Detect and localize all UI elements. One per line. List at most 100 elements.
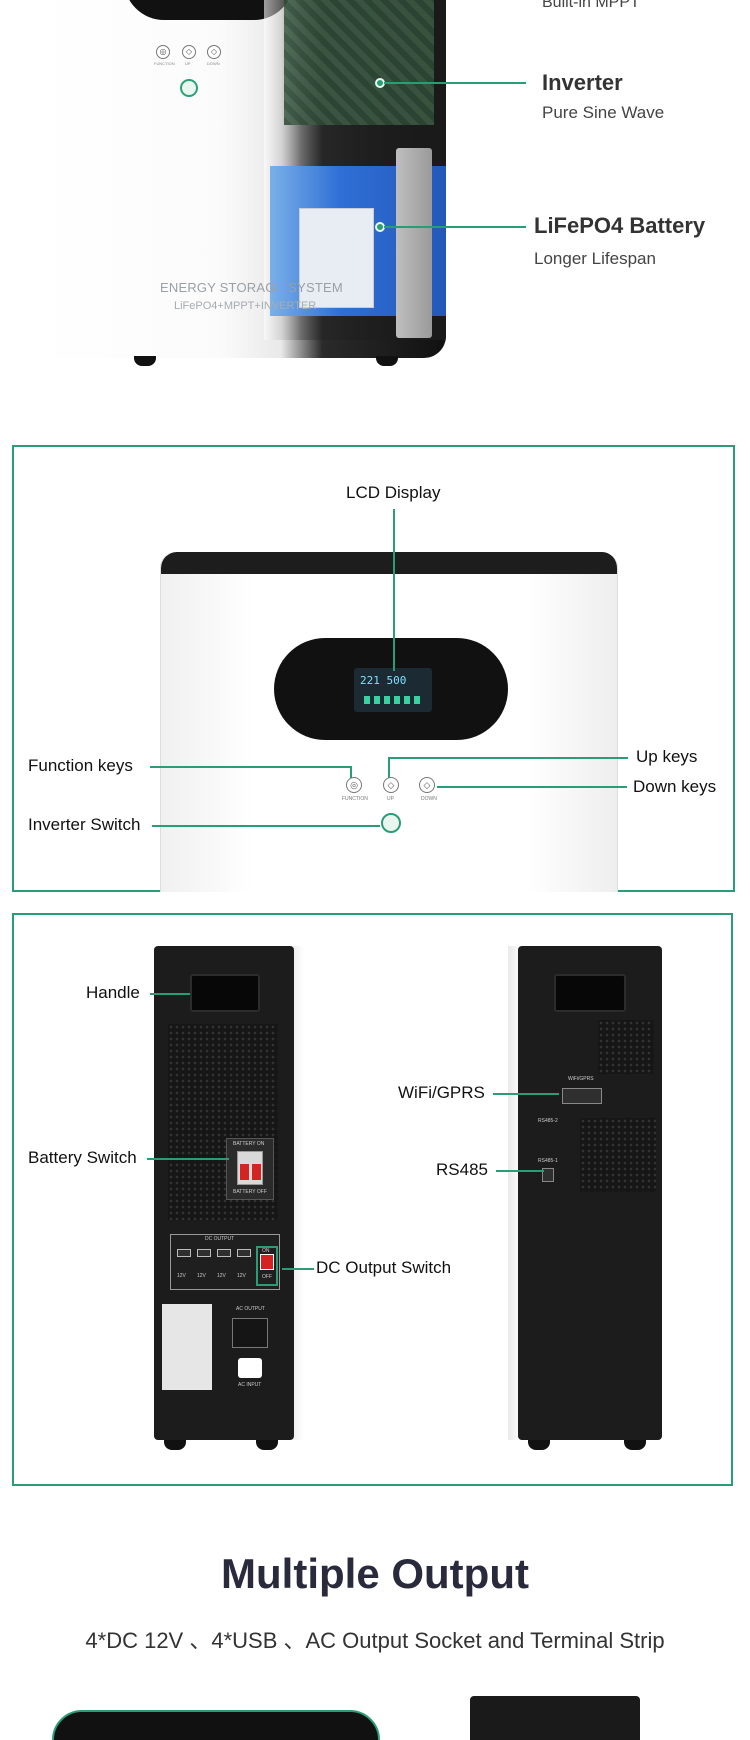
- battery-on-text: BATTERY ON: [233, 1141, 265, 1147]
- battery-switch-callout-line: [147, 1158, 229, 1160]
- dc-switch-callout-line: [282, 1268, 314, 1270]
- usb-port: [217, 1249, 231, 1257]
- energy-storage-unit-cutaway: ◎ ◇ ◇ FUNCTION UP DOWN ENERGY STORAGE SY…: [34, 0, 446, 358]
- lcd-status-icons: [364, 696, 420, 704]
- fan-vent: [580, 1118, 656, 1192]
- function-key-label: FUNCTION: [342, 796, 368, 802]
- ac-output-text: AC OUTPUT: [236, 1306, 265, 1312]
- dc-output-switch-highlight: [256, 1246, 278, 1286]
- lcd-callout-line: [393, 509, 395, 671]
- breaker-toggle: [252, 1164, 261, 1180]
- switch-callout-line: [152, 825, 380, 827]
- multiple-output-title: Multiple Output: [221, 1550, 529, 1597]
- wifi-tag-text: WiFi/GPRS: [568, 1076, 594, 1082]
- down-key-label: DOWN: [421, 796, 437, 802]
- inverter-switch-label: Inverter Switch: [28, 815, 141, 834]
- function-callout-line: [150, 766, 350, 768]
- callout-line: [384, 82, 526, 84]
- ac-input-port: [238, 1358, 262, 1378]
- terminal-strip: [162, 1304, 212, 1390]
- multiple-output-subtitle: 4*DC 12V 、4*USB 、AC Output Socket and Te…: [85, 1628, 665, 1653]
- usb-port: [177, 1249, 191, 1257]
- handle-label: Handle: [86, 983, 140, 1002]
- power-icon: [180, 79, 198, 97]
- unit-foot: [624, 1440, 646, 1450]
- dc-output-switch: [260, 1254, 274, 1270]
- unit-foot: [528, 1440, 550, 1450]
- mppt-subtitle: Built-in MPPT: [542, 0, 640, 11]
- dc-output-text: DC OUTPUT: [205, 1236, 235, 1242]
- up-arrow-icon: ◇: [182, 45, 196, 59]
- unit-foot: [376, 356, 398, 366]
- hero-section: ◎ ◇ ◇ FUNCTION UP DOWN ENERGY STORAGE SY…: [0, 0, 750, 420]
- handle-slot: [554, 974, 626, 1012]
- battery-switch-label: Battery Switch: [28, 1148, 137, 1167]
- rear-unit-right: WiFi/GPRS RS485-2 RS485-1: [518, 946, 662, 1440]
- dc-off-text: OFF: [262, 1274, 272, 1280]
- inverter-title: Inverter: [542, 70, 623, 95]
- lcd-display-label: LCD Display: [346, 483, 441, 502]
- up-arrow-icon: ◇: [383, 777, 399, 793]
- lcd-window: [124, 0, 294, 20]
- dc-12v-text: 12V: [217, 1273, 226, 1279]
- lcd-screen: 221 500: [354, 668, 432, 712]
- down-arrow-icon: ◇: [419, 777, 435, 793]
- fan-vent: [598, 1020, 654, 1074]
- rs485-1-text: RS485-1: [538, 1158, 558, 1164]
- handle-callout-line: [150, 993, 190, 995]
- unit-foot: [134, 356, 156, 366]
- inverter-subtitle: Pure Sine Wave: [542, 103, 665, 122]
- ac-output-socket: [232, 1318, 268, 1348]
- unit-foot: [164, 1440, 186, 1450]
- rs485-2-text: RS485-2: [538, 1118, 558, 1124]
- wifi-callout-line: [493, 1093, 559, 1095]
- ac-input-text: AC INPUT: [238, 1382, 262, 1388]
- dc-12v-text: 12V: [177, 1273, 186, 1279]
- unit-top-cap: [161, 552, 617, 574]
- battery-breaker: [237, 1151, 263, 1185]
- rs485-label: RS485: [436, 1160, 488, 1179]
- dc-output-switch-label: DC Output Switch: [316, 1258, 452, 1277]
- dc-12v-text: 12V: [197, 1273, 206, 1279]
- up-callout-line: [388, 757, 390, 778]
- rs485-port: [542, 1168, 554, 1182]
- usb-port: [237, 1249, 251, 1257]
- callout-line: [384, 226, 526, 228]
- usb-port: [197, 1249, 211, 1257]
- brand-subtext: LiFePO4+MPPT+INVERTER: [174, 300, 317, 312]
- up-callout-line: [390, 757, 628, 759]
- handle-slot: [190, 974, 260, 1012]
- lcd-readout: 221 500: [360, 674, 407, 687]
- energy-storage-unit-front: 221 500 ◎ ◇ ◇ FUNCTION UP DOWN: [160, 552, 618, 892]
- down-key-label: DOWN: [207, 61, 220, 66]
- lcd-display: 221 500: [274, 638, 508, 740]
- battery-switch-panel: BATTERY ON BATTERY OFF: [226, 1138, 274, 1200]
- battery-label-sticker: [299, 208, 374, 308]
- unit-top-closeup: [470, 1696, 640, 1740]
- up-keys-label: Up keys: [636, 747, 698, 766]
- function-key-label: FUNCTION: [154, 61, 175, 66]
- wifi-gprs-port: [562, 1088, 602, 1104]
- up-key-label: UP: [387, 796, 394, 802]
- rear-unit-left: BATTERY ON BATTERY OFF DC OUTPUT 12V 12V…: [154, 946, 294, 1440]
- battery-off-text: BATTERY OFF: [233, 1189, 267, 1195]
- down-keys-label: Down keys: [633, 777, 717, 796]
- unit-foot: [256, 1440, 278, 1450]
- function-key-icon: ◎: [156, 45, 170, 59]
- breaker-toggle: [240, 1164, 249, 1180]
- function-callout-line: [350, 766, 352, 778]
- function-key-icon: ◎: [346, 777, 362, 793]
- wifi-gprs-label: WiFi/GPRS: [398, 1083, 485, 1102]
- power-icon: [381, 813, 401, 833]
- inverter-board: [284, 0, 434, 125]
- battery-subtitle: Longer Lifespan: [534, 249, 656, 268]
- battery-title: LiFePO4 Battery: [534, 213, 706, 238]
- dc-12v-text: 12V: [237, 1273, 246, 1279]
- brand-text: ENERGY STORAGE SYSTEM: [160, 280, 343, 295]
- down-arrow-icon: ◇: [207, 45, 221, 59]
- dc-panel-closeup: [52, 1710, 380, 1740]
- rs485-callout-line: [496, 1170, 544, 1172]
- dc-on-text: ON: [262, 1248, 270, 1254]
- function-keys-label: Function keys: [28, 756, 133, 775]
- up-key-label: UP: [185, 61, 191, 66]
